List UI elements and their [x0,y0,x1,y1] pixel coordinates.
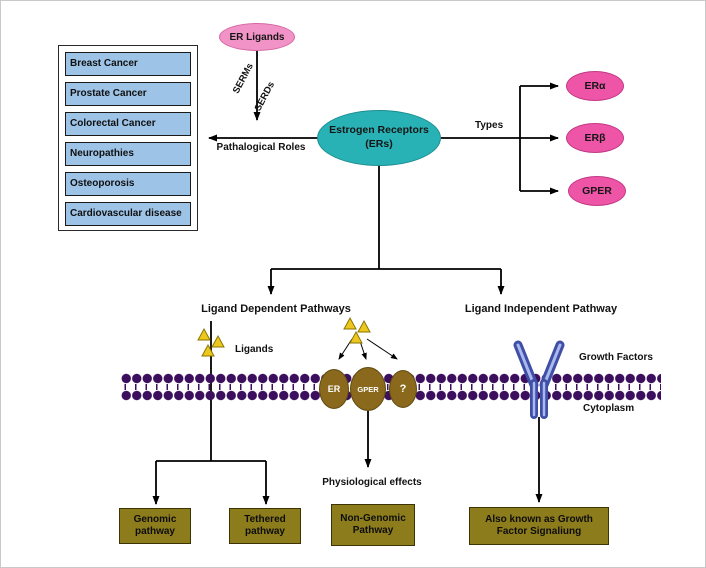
physiological-effects-label: Physiological effects [322,477,422,488]
disease-osteoporosis: Osteoporosis [65,172,191,196]
er-ligands-node: ER Ligands [219,23,295,51]
types-label: Types [475,120,504,131]
disease-neuropathies: Neuropathies [65,142,191,166]
type-er-alpha-label: ERα [584,80,606,92]
membrane-receptor-gper: GPER [350,367,386,411]
ligand-independent-heading: Ligand Independent Pathway [464,303,618,315]
cytoplasm-label: Cytoplasm [583,403,635,414]
type-gper-label: GPER [582,185,612,197]
arrow-ligand-to-er-oval [338,338,353,360]
genomic-pathway-box: Genomic pathway [119,508,191,544]
growth-factor-signalling-box: Also known as Growth Factor Signaliung [469,507,609,545]
membrane-receptor-er: ER [319,369,349,409]
arrow-ligand-to-gper-oval [359,340,367,360]
pathological-roles-label: Pathalogical Roles [216,142,306,153]
er-ligands-label: ER Ligands [229,31,285,43]
ligand-triangles-middle [343,316,371,344]
serms-label: SERMs [230,61,256,96]
estrogen-receptors-label: Estrogen Receptors (ERs) [329,124,429,150]
disease-colorectal-cancer: Colorectal Cancer [65,112,191,136]
growth-factors-label: Growth Factors [579,352,653,363]
arrow-ligand-to-unknown-oval [366,338,398,360]
membrane-receptor-unknown-label: ? [399,383,407,395]
disease-prostate-cancer: Prostate Cancer [65,82,191,106]
tethered-pathway-box: Tethered pathway [229,508,301,544]
ligand-triangles-left [197,327,225,357]
disease-cardiovascular: Cardiovascular disease [65,202,191,226]
type-er-beta-label: ERβ [584,132,606,144]
membrane-receptor-unknown: ? [389,370,417,408]
serds-label: SERDs [252,79,278,114]
type-er-alpha-node: ERα [566,71,624,101]
disease-breast-cancer: Breast Cancer [65,52,191,76]
ligand-dependent-heading: Ligand Dependent Pathways [201,303,351,315]
type-er-beta-node: ERβ [566,123,624,153]
membrane-receptor-er-label: ER [327,384,341,394]
ligands-label: Ligands [235,344,274,355]
non-genomic-pathway-box: Non-Genomic Pathway [331,504,415,546]
type-gper-node: GPER [568,176,626,206]
estrogen-receptors-node: Estrogen Receptors (ERs) [317,110,441,166]
disease-list: Breast Cancer Prostate Cancer Colorectal… [58,45,198,231]
membrane-receptor-gper-label: GPER [357,384,379,394]
